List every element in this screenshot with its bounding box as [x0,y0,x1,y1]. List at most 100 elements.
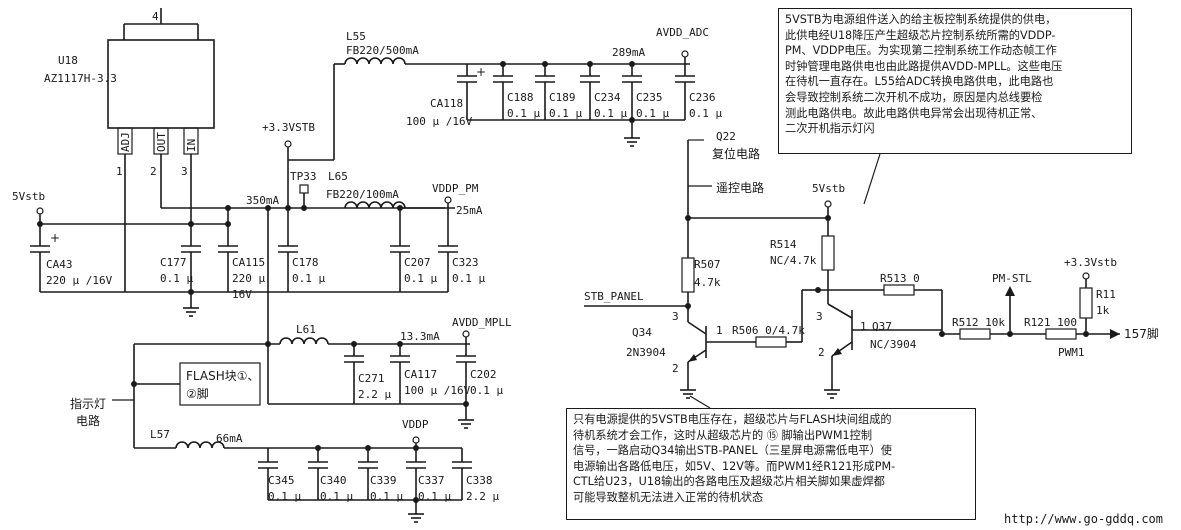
c236-value: 0.1 μ [689,107,722,120]
note-bottom-line-3: 信号，一路启动Q34输出STB-PANEL（三星屏电源需低电平）使 [573,444,892,458]
u18-in-label: IN [185,139,198,152]
net-33vstb-right-label: +3.3Vstb [1064,256,1117,269]
pwm1-label: PWM1 [1058,346,1085,359]
ca118-capacitor: + [457,64,486,120]
ca118-value: 100 μ /16V [406,115,473,128]
u18-regulator [107,8,215,292]
svg-text:+: + [476,65,486,79]
r514-label: R514 [770,238,797,251]
l65-label: L65 [328,170,348,183]
ca43-label: CA43 [46,258,73,271]
net-5vstb-left-label: 5Vstb [12,190,45,203]
c188-label: C188 [507,91,534,104]
c178-capacitor [278,208,298,292]
c234-capacitor [580,64,600,120]
c340-label: C340 [320,474,347,487]
c337-value: 0.1 μ [418,490,451,503]
net-vddp-pm-label: VDDP_PM [432,182,479,195]
q34-transistor [687,306,756,376]
c338-label: C338 [466,474,493,487]
c323-label: C323 [452,256,479,269]
note-bottom-line-2: 待机系统才会工作，这时从超级芯片的 ⑮ 脚输出PWM1控制 [573,428,873,442]
c202-value: 0.1 μ [470,384,503,397]
c337-label: C337 [418,474,445,487]
l55-label: L55 [346,30,366,43]
note-top-line-3: PM、VDDP电压。为实现第二控制系统工作动态帧工作 [785,44,1057,58]
note-bottom-line-1: 只有电源提供的5VSTB电压存在，超级芯片与FLASH块间组成的 [573,413,892,426]
l55-value: FB220/500mA [346,44,419,57]
note-bottom-line-4: 电源输出各路低电压，如5V、12V等。而PWM1经R121形成PM- [573,459,896,473]
r514-value: NC/4.7k [770,254,817,267]
note-top-line-6: 会导致控制系统二次开机不成功，原因是内总线要检 [785,90,1043,104]
note-bottom-line-5: CTL给U23，U18输出的各路电压及超级芯片相关脚如果虚焊都 [573,475,885,489]
pm-stl-label: PM-STL [992,272,1032,285]
r513-resistor [883,284,915,296]
q37-label: Q37 [872,320,892,333]
l55-inductor [344,57,406,65]
r11-resistor [1079,287,1093,319]
c177-capacitor [181,224,201,292]
indicator-label-1: 指示灯 [70,396,106,411]
ca117-capacitor [390,344,410,404]
c235-value: 0.1 μ [636,107,669,120]
current-289-label: 289mA [612,46,645,59]
u18-ref-label: U18 [58,54,78,67]
remote-circuit-label: 遥控电路 [716,180,764,195]
ca43-capacitor: + [30,224,60,292]
r507-value: 4.7k [694,276,721,289]
c323-value: 0.1 μ [452,272,485,285]
u18-pin3-label: 3 [181,165,188,178]
u18-pin1-label: 1 [116,165,123,178]
c178-value: 0.1 μ [292,272,325,285]
current-66-label: 66mA [216,432,243,445]
flash-box-line1: FLASH块①、 [186,369,259,383]
note-bottom-explanation: 只有电源提供的5VSTB电压存在，超级芯片与FLASH块间组成的 待机系统才会工… [566,408,976,520]
q22-label: Q22 [716,130,736,143]
q37-transistor [827,303,942,376]
r507-label: R507 [694,258,721,271]
c340-value: 0.1 μ [320,490,353,503]
ground-symbol [182,301,200,317]
r121-label: R121 100 [1024,316,1077,329]
current-25-label: 25mA [456,204,483,217]
q34-part: 2N3904 [626,346,666,359]
c339-label: C339 [370,474,397,487]
c236-capacitor [675,64,695,120]
q34-label: Q34 [632,326,652,339]
l65-inductor [344,201,406,209]
l61-inductor [279,337,329,345]
net-vddp-label: VDDP [402,418,429,431]
c207-label: C207 [404,256,431,269]
c271-label: C271 [358,372,385,385]
net-avdd-mpll-label: AVDD_MPLL [452,316,512,329]
l57-inductor [175,441,225,449]
c234-label: C234 [594,91,621,104]
c235-label: C235 [636,91,663,104]
tp33-label: TP33 [290,170,317,183]
c177-label: C177 [160,256,187,269]
r507-resistor [681,257,695,293]
ca115-value: 220 μ [232,272,265,285]
ca117-label: CA117 [404,368,437,381]
r506-label: R506 0/4.7k [732,324,805,337]
q34-pin1: 1 [716,324,723,337]
r513-label: R513 0 [880,272,920,285]
r512-resistor [959,328,991,340]
c189-label: C189 [549,91,576,104]
c207-value: 0.1 μ [404,272,437,285]
c236-label: C236 [689,91,716,104]
stb-panel-label: STB_PANEL [584,290,644,303]
c178-label: C178 [292,256,319,269]
c339-value: 0.1 μ [370,490,403,503]
c345-label: C345 [268,474,295,487]
c345-value: 0.1 μ [268,490,301,503]
indicator-label-2: 电路 [76,413,100,428]
note-top-line-2: 此供电经U18降压产生超级芯片控制系统所需的VDDP- [785,28,1056,42]
pin-157-label: 157脚 [1124,326,1159,341]
c177-value: 0.1 μ [160,272,193,285]
c188-value: 0.1 μ [507,107,540,120]
svg-text:+: + [50,231,60,245]
r11-label: R11 [1096,288,1116,301]
ca118-label: CA118 [430,97,463,110]
